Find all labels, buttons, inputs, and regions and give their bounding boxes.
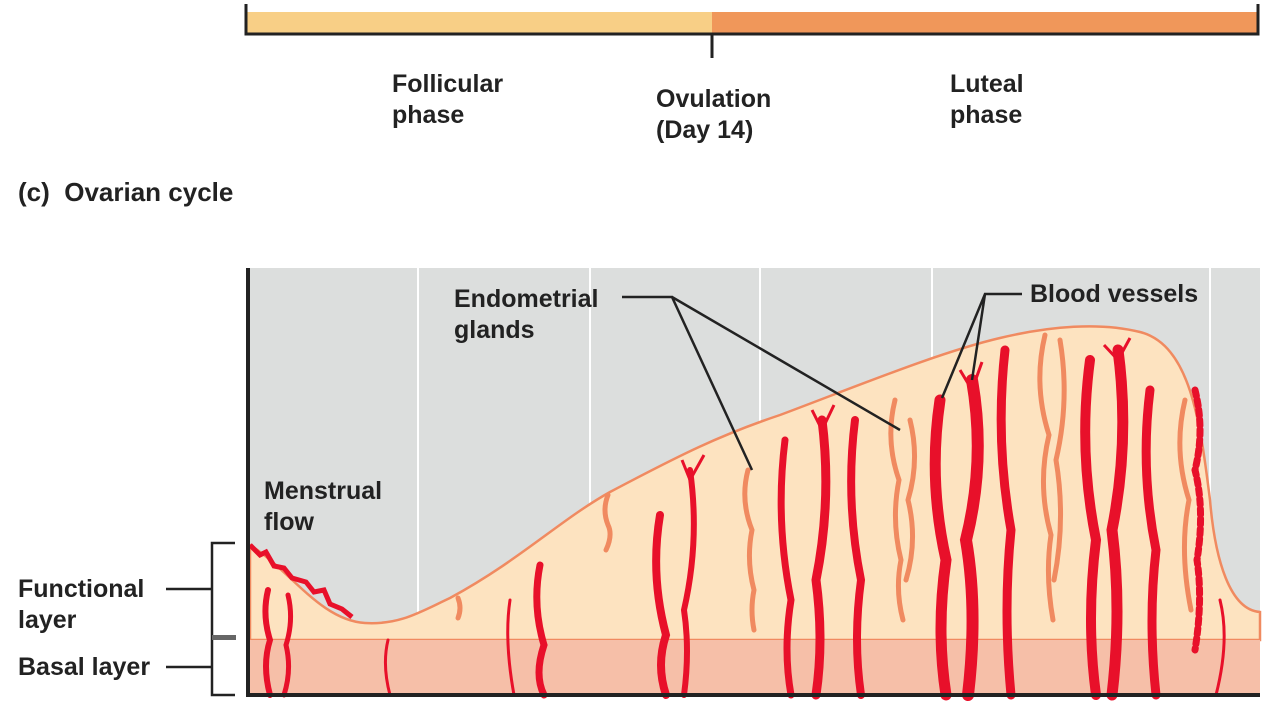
vessel-branches (680, 337, 1132, 481)
panel-axes (246, 268, 1260, 697)
section-title: (c) Ovarian cycle (18, 177, 234, 207)
menstrual-flow-edge (248, 543, 354, 619)
blood-vessels (262, 344, 1226, 701)
phase-bar-axis (244, 4, 1260, 36)
endometrial-glands (455, 332, 1194, 633)
follicular-bar (246, 12, 712, 34)
blood-vessels-label: Blood vessels (1030, 280, 1199, 308)
basal-layer-label: Basal layer (18, 653, 151, 681)
ovulation-label: Ovulation(Day 14) (656, 85, 772, 144)
luteal-bar (712, 12, 1258, 34)
layer-divider-marker (212, 635, 236, 640)
